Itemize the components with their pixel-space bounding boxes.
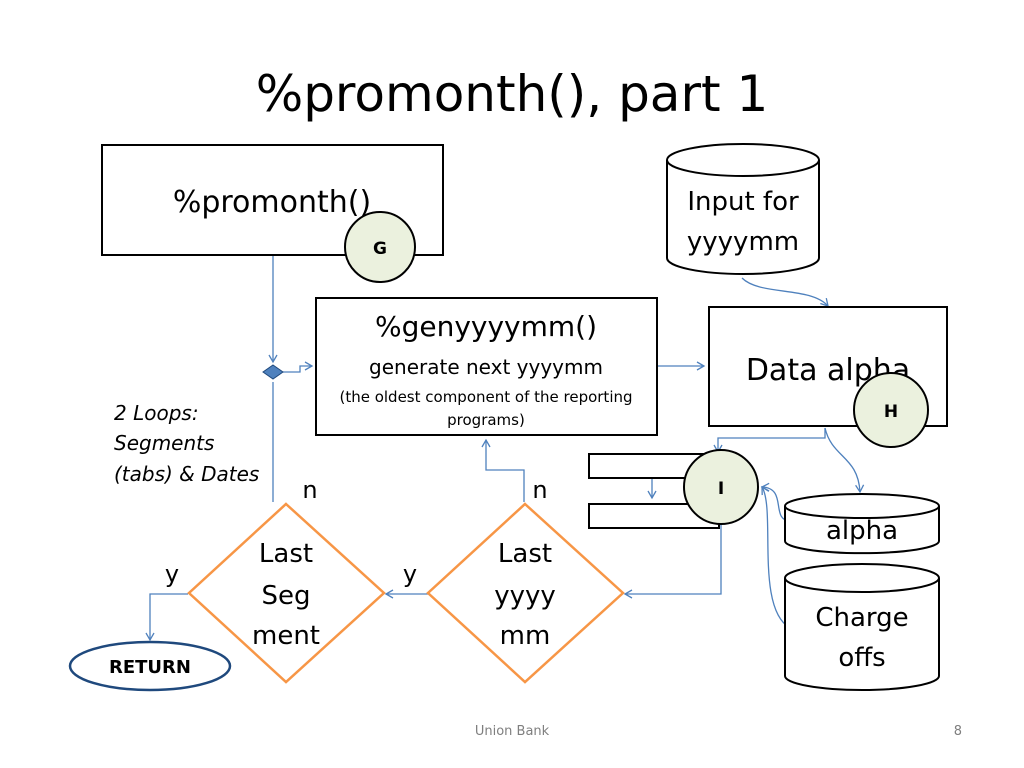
connector-date-loop-up	[481, 438, 525, 502]
connector-i-to-last-yyyymm	[623, 523, 722, 599]
connectors	[145, 256, 865, 642]
return-label: RETURN	[109, 657, 191, 678]
chargeoffs-cylinder-line1: Charge	[815, 603, 908, 633]
branch-label-n-left: n	[302, 476, 317, 504]
branch-label-y-right: y	[403, 560, 417, 588]
loops-note-line2: Segments	[114, 431, 214, 455]
marker-h: H	[853, 372, 929, 448]
marker-g: G	[344, 211, 416, 283]
branch-label-n-right: n	[532, 476, 547, 504]
decision-last-yyyymm-line2: yyyy	[494, 581, 556, 611]
decision-last-segment: Last Seg ment	[187, 502, 386, 684]
slide-title: %promonth(), part 1	[255, 65, 769, 123]
connector-data-alpha-to-i	[713, 428, 826, 454]
return-terminator: RETURN	[68, 640, 232, 692]
alpha-cylinder: alpha	[784, 493, 940, 555]
genyyyymm-note-line2: programs)	[447, 411, 525, 429]
marker-g-label: G	[373, 239, 387, 259]
promonth-box: %promonth()	[101, 144, 444, 256]
decision-last-segment-line3: ment	[252, 621, 320, 651]
genyyyymm-subtitle: generate next yyyymm	[369, 355, 603, 379]
decision-last-yyyymm: Last yyyy mm	[426, 502, 625, 684]
decision-last-yyyymm-line1: Last	[498, 539, 552, 569]
store-bar-bottom	[588, 503, 720, 529]
input-cylinder-line1: Input for	[687, 187, 799, 217]
input-cylinder-line2: yyyymm	[687, 227, 799, 257]
connector-chargeoffs-to-i	[761, 485, 791, 629]
decision-last-segment-line2: Seg	[261, 581, 310, 611]
connector-data-alpha-to-alpha	[824, 427, 865, 494]
footer-center: Union Bank	[474, 724, 550, 739]
connector-input-to-data-alpha	[741, 277, 829, 307]
chargeoffs-cylinder: Charge offs	[784, 563, 940, 691]
decision-last-segment-line1: Last	[259, 539, 313, 569]
genyyyymm-note-line1: (the oldest component of the reporting	[339, 388, 632, 406]
loops-note-line3: (tabs) & Dates	[114, 462, 259, 486]
junction-diamond	[262, 364, 284, 380]
decision-last-yyyymm-line3: mm	[500, 621, 551, 651]
marker-i-label: I	[718, 479, 724, 499]
alpha-cylinder-label: alpha	[826, 516, 898, 546]
branch-label-y-left: y	[165, 560, 179, 588]
footer-page-number: 8	[953, 724, 962, 739]
input-cylinder: Input for yyyymm	[666, 143, 820, 275]
genyyyymm-title: %genyyyymm()	[375, 310, 597, 343]
genyyyymm-box: %genyyyymm() generate next yyyymm (the o…	[315, 297, 658, 436]
promonth-label: %promonth()	[173, 185, 371, 220]
chargeoffs-cylinder-line2: offs	[838, 643, 885, 673]
marker-i: I	[683, 449, 759, 525]
marker-h-label: H	[884, 402, 898, 422]
connector-segment-to-return	[145, 593, 188, 642]
connector-junction-to-genyyyymm	[283, 361, 314, 373]
loops-note-line1: 2 Loops:	[114, 401, 199, 425]
loops-note: 2 Loops: Segments (tabs) & Dates	[114, 401, 259, 486]
